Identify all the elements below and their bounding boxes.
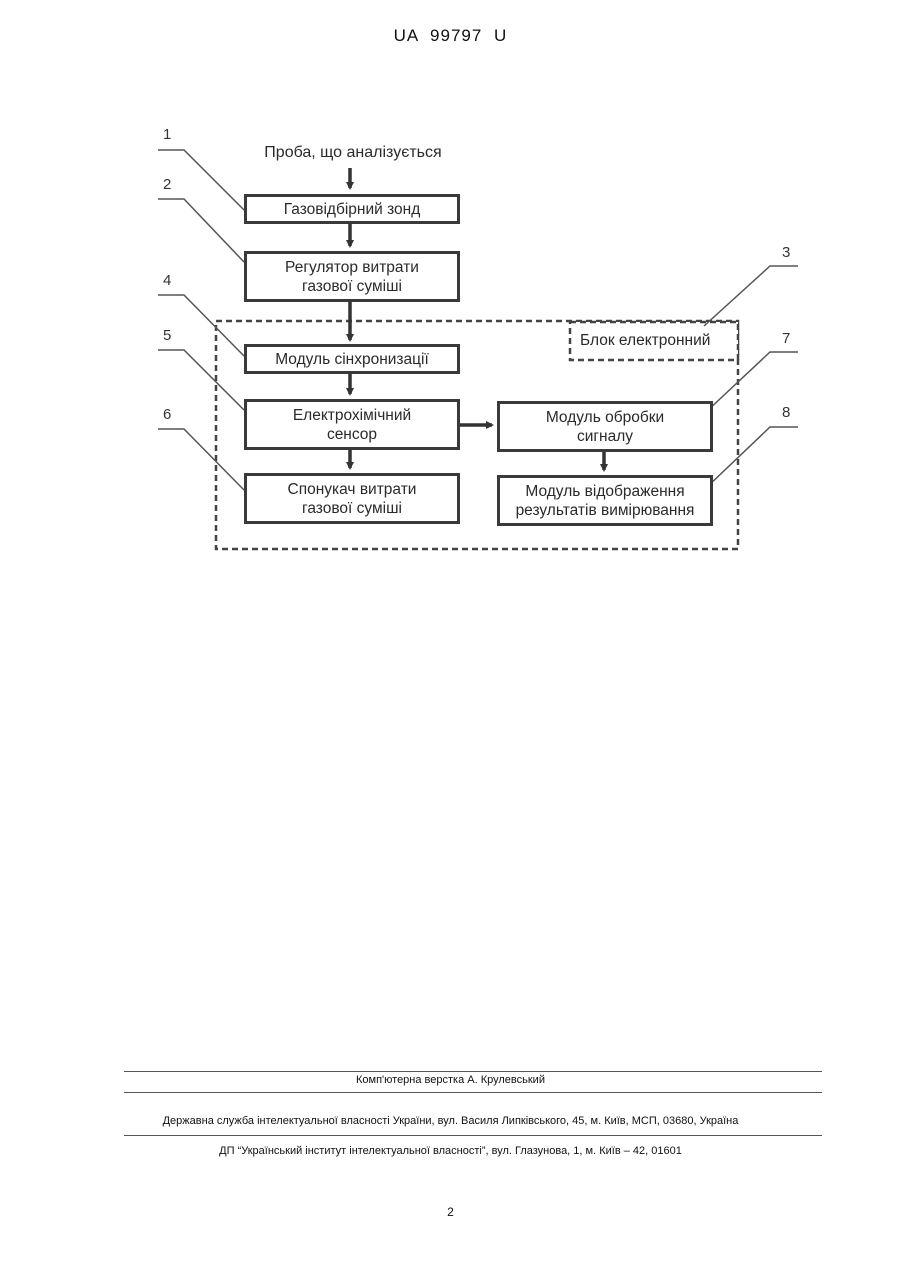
leader-line-4 — [158, 295, 244, 356]
footer-rule-top — [124, 1071, 822, 1072]
ref-num-8: 8 — [782, 404, 790, 421]
page-number: 2 — [0, 1205, 901, 1219]
leader-line-5 — [158, 350, 244, 410]
block-sync-module: Модуль сінхронизації — [244, 344, 460, 374]
block-gas-sampling-probe: Газовідбірний зонд — [244, 194, 460, 224]
block-flow-regulator: Регулятор витрати газової суміші — [244, 251, 460, 302]
agency-address: Державна служба інтелектуальної власност… — [0, 1115, 901, 1127]
leader-line-3 — [704, 266, 798, 326]
block-signal-processing: Модуль обробки сигналу — [497, 401, 713, 452]
block-electrochemical-sensor: Електрохімічний сенсор — [244, 399, 460, 450]
block-results-display: Модуль відображення результатів вимірюва… — [497, 475, 713, 526]
input-label: Проба, що аналізується — [264, 144, 441, 161]
leader-line-2 — [158, 199, 244, 262]
ref-num-3: 3 — [782, 244, 790, 261]
leader-line-6 — [158, 429, 244, 490]
ref-num-7: 7 — [782, 330, 790, 347]
footer-rule-middle — [124, 1092, 822, 1093]
leader-line-8 — [706, 427, 798, 488]
ref-num-5: 5 — [163, 327, 171, 344]
ref-num-6: 6 — [163, 406, 171, 423]
ref-num-4: 4 — [163, 272, 171, 289]
institute-address: ДП “Український інститут інтелектуальної… — [0, 1145, 901, 1157]
electronic-block-label: Блок електронний — [580, 332, 710, 350]
ref-num-1: 1 — [163, 126, 171, 143]
layout-credit: Комп'ютерна верстка А. Крулевський — [0, 1074, 901, 1086]
block-diagram: Проба, що аналізується 1 2 3 4 5 6 7 8 Г… — [0, 0, 901, 600]
block-flow-pump: Спонукач витрати газової суміші — [244, 473, 460, 524]
ref-num-2: 2 — [163, 176, 171, 193]
footer-rule-bottom — [124, 1135, 822, 1136]
